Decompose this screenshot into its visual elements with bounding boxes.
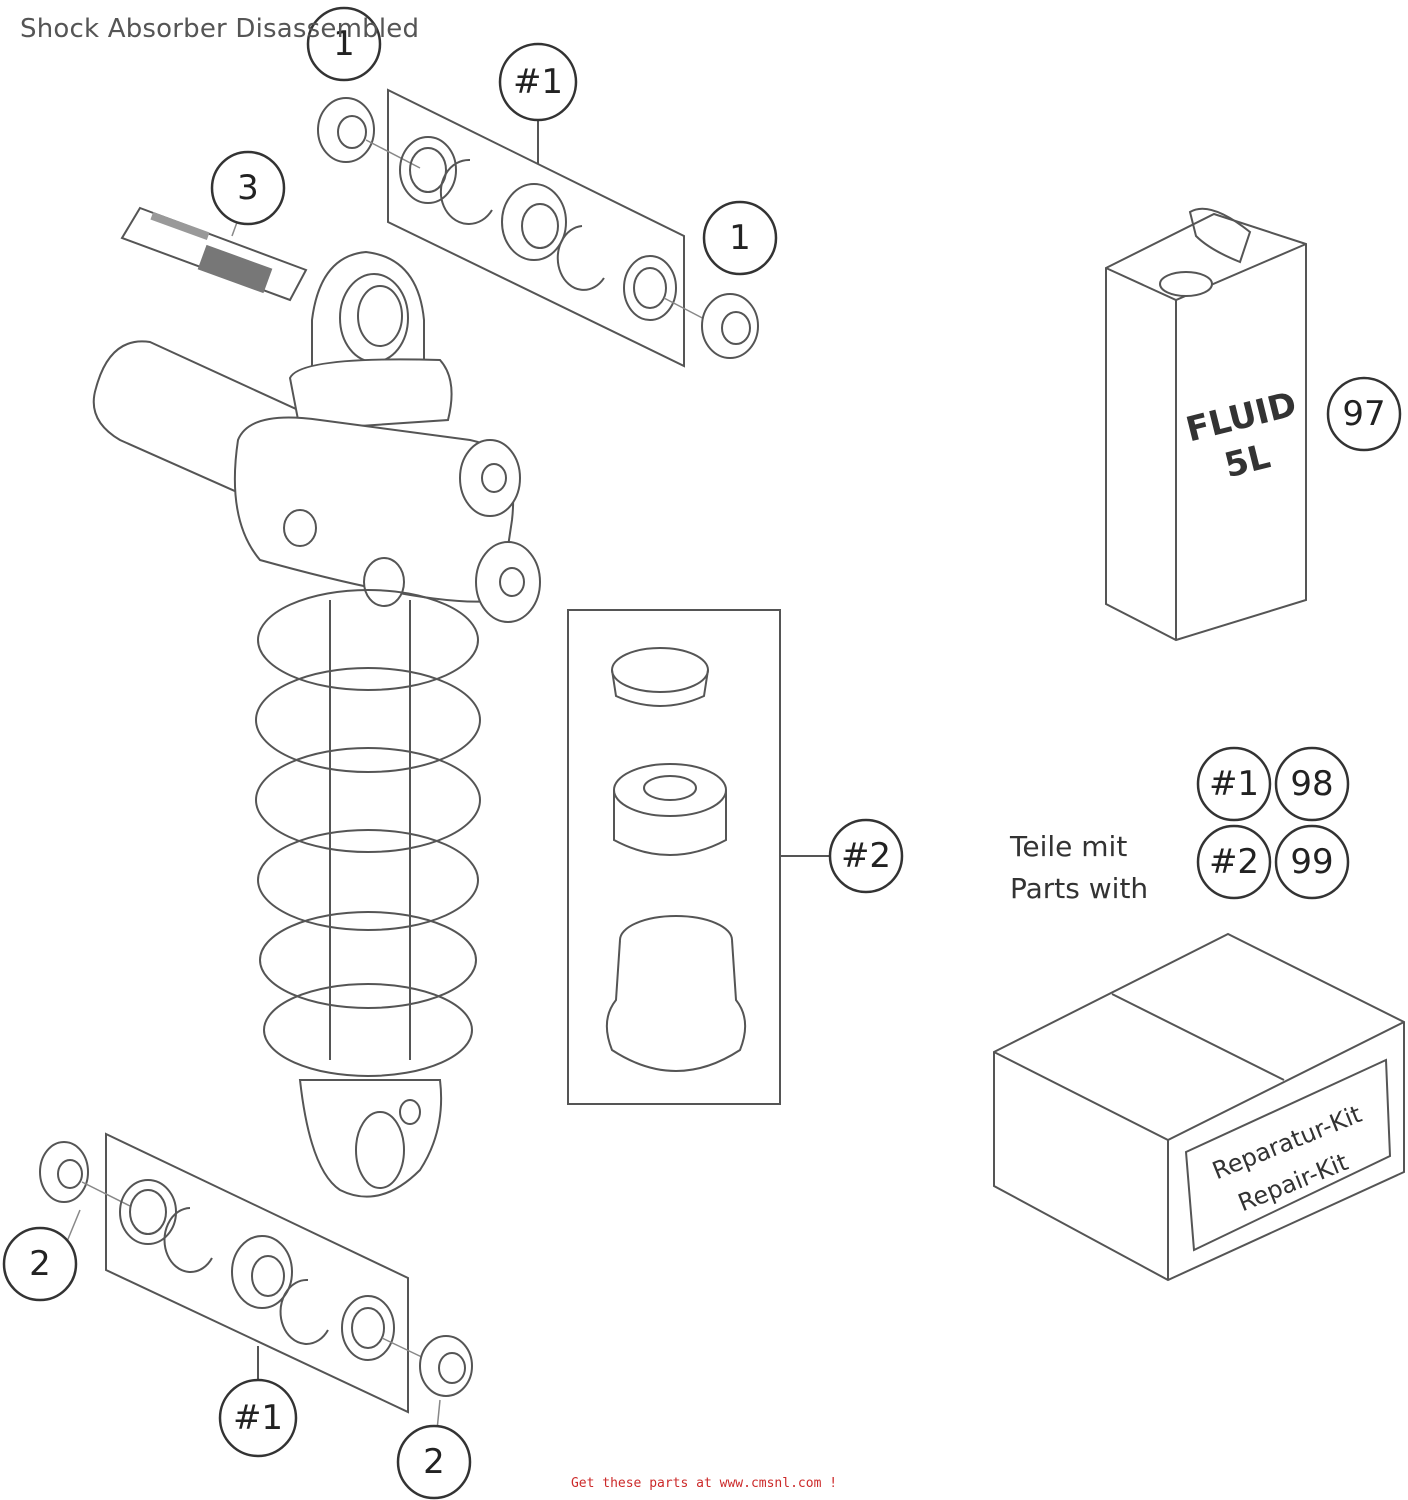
top-right-bushing xyxy=(701,293,759,359)
svg-text:#1: #1 xyxy=(513,62,563,102)
svg-text:#1: #1 xyxy=(1209,764,1259,804)
legend-text-en: Parts with xyxy=(1010,872,1148,905)
repair-kit-box: Reparatur-Kit Repair-Kit xyxy=(993,932,1405,1282)
svg-text:99: 99 xyxy=(1290,842,1333,882)
callout-top-kit: #1 xyxy=(498,42,578,122)
callout-decal: 3 xyxy=(210,150,286,226)
bottom-bushing-kit xyxy=(39,1132,473,1441)
top-left-bushing xyxy=(317,97,421,169)
svg-text:97: 97 xyxy=(1342,394,1385,434)
svg-text:#1: #1 xyxy=(233,1398,283,1438)
legend-part-99: 99 xyxy=(1274,824,1350,900)
piston-kit xyxy=(567,609,830,1105)
footer-link-text[interactable]: Get these parts at www.cmsnl.com ! xyxy=(570,1476,838,1491)
shock-absorber xyxy=(92,250,541,1198)
svg-text:3: 3 xyxy=(237,168,259,208)
svg-text:2: 2 xyxy=(423,1442,445,1482)
page-title: Shock Absorber Disassembled xyxy=(20,14,420,44)
svg-text:2: 2 xyxy=(29,1244,51,1284)
legend-kit-1: #1 xyxy=(1196,746,1272,822)
svg-text:98: 98 xyxy=(1290,764,1333,804)
svg-text:#2: #2 xyxy=(841,836,891,876)
callout-bottom-bushing-right: 2 xyxy=(396,1424,472,1500)
callout-top-bushing-right: 1 xyxy=(702,200,778,276)
legend-part-98: 98 xyxy=(1274,746,1350,822)
svg-text:#2: #2 xyxy=(1209,842,1259,882)
legend-kit-2: #2 xyxy=(1196,824,1272,900)
legend-text-de: Teile mit xyxy=(1009,830,1127,863)
svg-text:1: 1 xyxy=(729,218,751,258)
callout-bottom-bushing-left: 2 xyxy=(2,1226,78,1302)
callout-fluid: 97 xyxy=(1326,376,1402,452)
top-bushing-kit xyxy=(317,88,759,368)
bottom-right-bushing xyxy=(419,1335,473,1397)
callout-piston-kit: #2 xyxy=(828,818,904,894)
decal-sticker xyxy=(120,206,308,302)
bottom-left-bushing xyxy=(39,1141,131,1207)
svg-text:1: 1 xyxy=(333,24,355,64)
fluid-can: FLUID 5L xyxy=(1105,207,1307,642)
callout-bottom-kit: #1 xyxy=(218,1378,298,1458)
callout-top-bushing-left: 1 xyxy=(306,6,382,82)
